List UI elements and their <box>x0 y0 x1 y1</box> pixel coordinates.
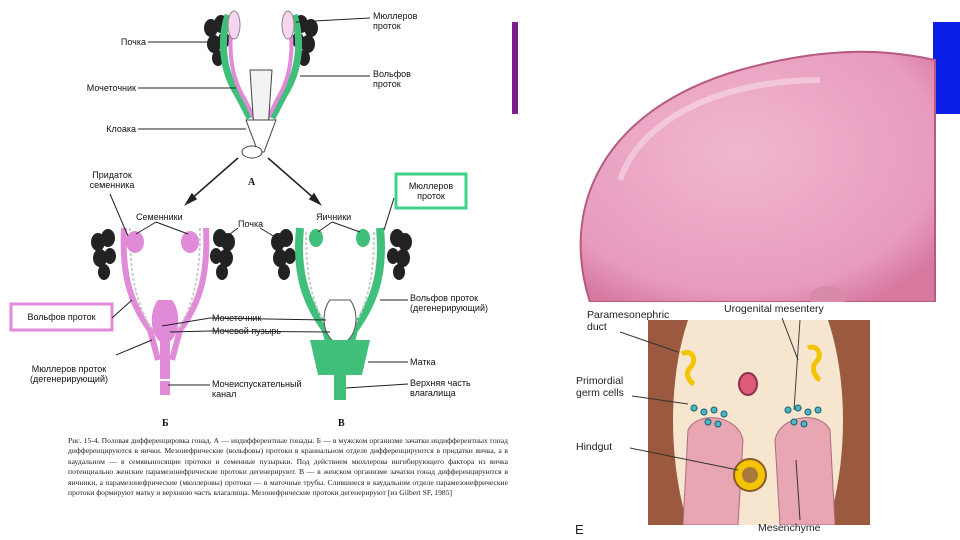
label-paramesonephric: Paramesonephric duct <box>587 309 670 333</box>
label-mullerov-degen: Мюллеров проток (дегенерирующий) <box>30 364 108 384</box>
wolffian-duct-box <box>9 302 114 332</box>
purple-bar <box>512 22 518 114</box>
label-mesenchyme: Mesenchyme <box>758 522 821 534</box>
label-mochetochnik-mid: Мочеточник <box>212 313 262 323</box>
stage-v-female <box>271 227 412 400</box>
label-semenniki: Семенники <box>136 212 183 222</box>
letter-b: Б <box>162 418 169 429</box>
blue-bar <box>933 22 960 114</box>
letter-a: А <box>248 177 256 188</box>
label-volfov-boxed: Вольфов проток <box>27 312 96 322</box>
stage-b-male <box>91 227 235 395</box>
label-hindgut: Hindgut <box>576 441 613 453</box>
label-kloaka: Клоака <box>106 124 136 134</box>
label-volfov-degen: Вольфов проток (дегенерирующий) <box>410 293 488 313</box>
label-pochka-top: Почка <box>120 37 146 47</box>
label-verkhnyaya: Верхняя часть влагалища <box>410 378 471 398</box>
pink-bubble-graphic <box>579 50 936 302</box>
cross-section-illustration: . <box>648 320 870 525</box>
label-mochetochnik-top: Мочеточник <box>86 83 136 93</box>
label-mochevoy: Мочевой пузырь <box>212 326 281 336</box>
label-matka: Матка <box>410 357 436 367</box>
label-primordial: Primordial germ cells <box>576 375 624 399</box>
figure-caption: Рис. 15-4. Половая дифференцировка гонад… <box>68 436 508 498</box>
label-pochka-mid: Почка <box>238 219 264 229</box>
label-urogenital: Urogenital mesentery <box>724 303 824 315</box>
mullerian-duct-box <box>394 172 468 210</box>
gonad-differentiation-diagram <box>9 10 468 400</box>
label-mullerov-top: Мюллеров проток <box>373 11 418 31</box>
label-mullerov-boxed: Мюллеров проток <box>408 181 454 201</box>
label-mocheisp: Мочеиспускательный канал <box>212 379 302 399</box>
label-pridatok: Придаток семенника <box>89 170 135 190</box>
panel-letter-e: E <box>575 522 584 537</box>
stage-a-indifferent <box>204 10 318 159</box>
label-yaichniki: Яичники <box>316 212 352 222</box>
letter-v: В <box>338 418 345 429</box>
label-volfov-top: Вольфов проток <box>373 69 411 89</box>
